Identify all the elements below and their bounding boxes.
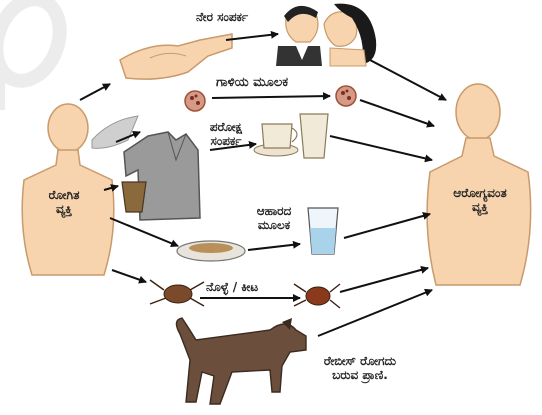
indirect-contact-label-line2: ಸಂಪರ್ಕ bbox=[198, 134, 254, 148]
healthy-person-label: ಆರೋಗ್ಯವಂತ ವ್ಯಕ್ತಿ bbox=[438, 186, 522, 214]
healthy-person-label-line2: ವ್ಯಕ್ತಿ bbox=[438, 200, 522, 214]
water-glass-icon bbox=[308, 208, 338, 254]
direct-contact-label: ನೇರ ಸಂಪರ್ಕ bbox=[196, 10, 248, 24]
brown-cup-icon bbox=[122, 182, 146, 212]
cough-spray-icon bbox=[92, 116, 138, 148]
sick-person-label: ರೋಗಿತ ವ್ಯಕ್ತಿ bbox=[32, 188, 96, 216]
air-route-label: ಗಾಳಿಯ ಮೂಲಕ bbox=[216, 76, 288, 90]
food-route-label-line1: ಆಹಾರದ bbox=[246, 204, 302, 218]
handshake-icon bbox=[120, 34, 232, 79]
rabies-route-label-line2: ಬರುವ ಪ್ರಾಣಿ. bbox=[300, 368, 420, 382]
food-route-label-line2: ಮೂಲಕ bbox=[246, 218, 302, 232]
food-plate-icon bbox=[177, 241, 245, 261]
watermark bbox=[0, 0, 71, 110]
healthy-person-label-line1: ಆರೋಗ್ಯವಂತ bbox=[438, 186, 522, 200]
food-route-label: ಆಹಾರದ ಮೂಲಕ bbox=[246, 204, 302, 232]
healthy-person-figure bbox=[427, 84, 531, 285]
rabies-route-label-line1: ರೇಬೀಸ್ ರೋಗದು bbox=[300, 354, 420, 368]
kissing-couple-icon bbox=[276, 4, 376, 66]
rabies-route-label: ರೇಬೀಸ್ ರೋಗದು ಬರುವ ಪ್ರಾಣಿ. bbox=[300, 354, 420, 382]
sick-person-label-line2: ವ್ಯಕ್ತಿ bbox=[32, 202, 96, 216]
sick-person-label-line1: ರೋಗಿತ bbox=[32, 188, 96, 202]
indirect-contact-label-line1: ಪರೋಕ್ಷ bbox=[198, 120, 254, 134]
dog-icon bbox=[176, 318, 306, 404]
vector-route-label: ನೊಳ್ಳೆ / ಕೀಟ bbox=[206, 280, 258, 294]
indirect-contact-label: ಪರೋಕ್ಷ ಸಂಪರ್ಕ bbox=[198, 120, 254, 148]
cups-icon bbox=[254, 114, 328, 158]
